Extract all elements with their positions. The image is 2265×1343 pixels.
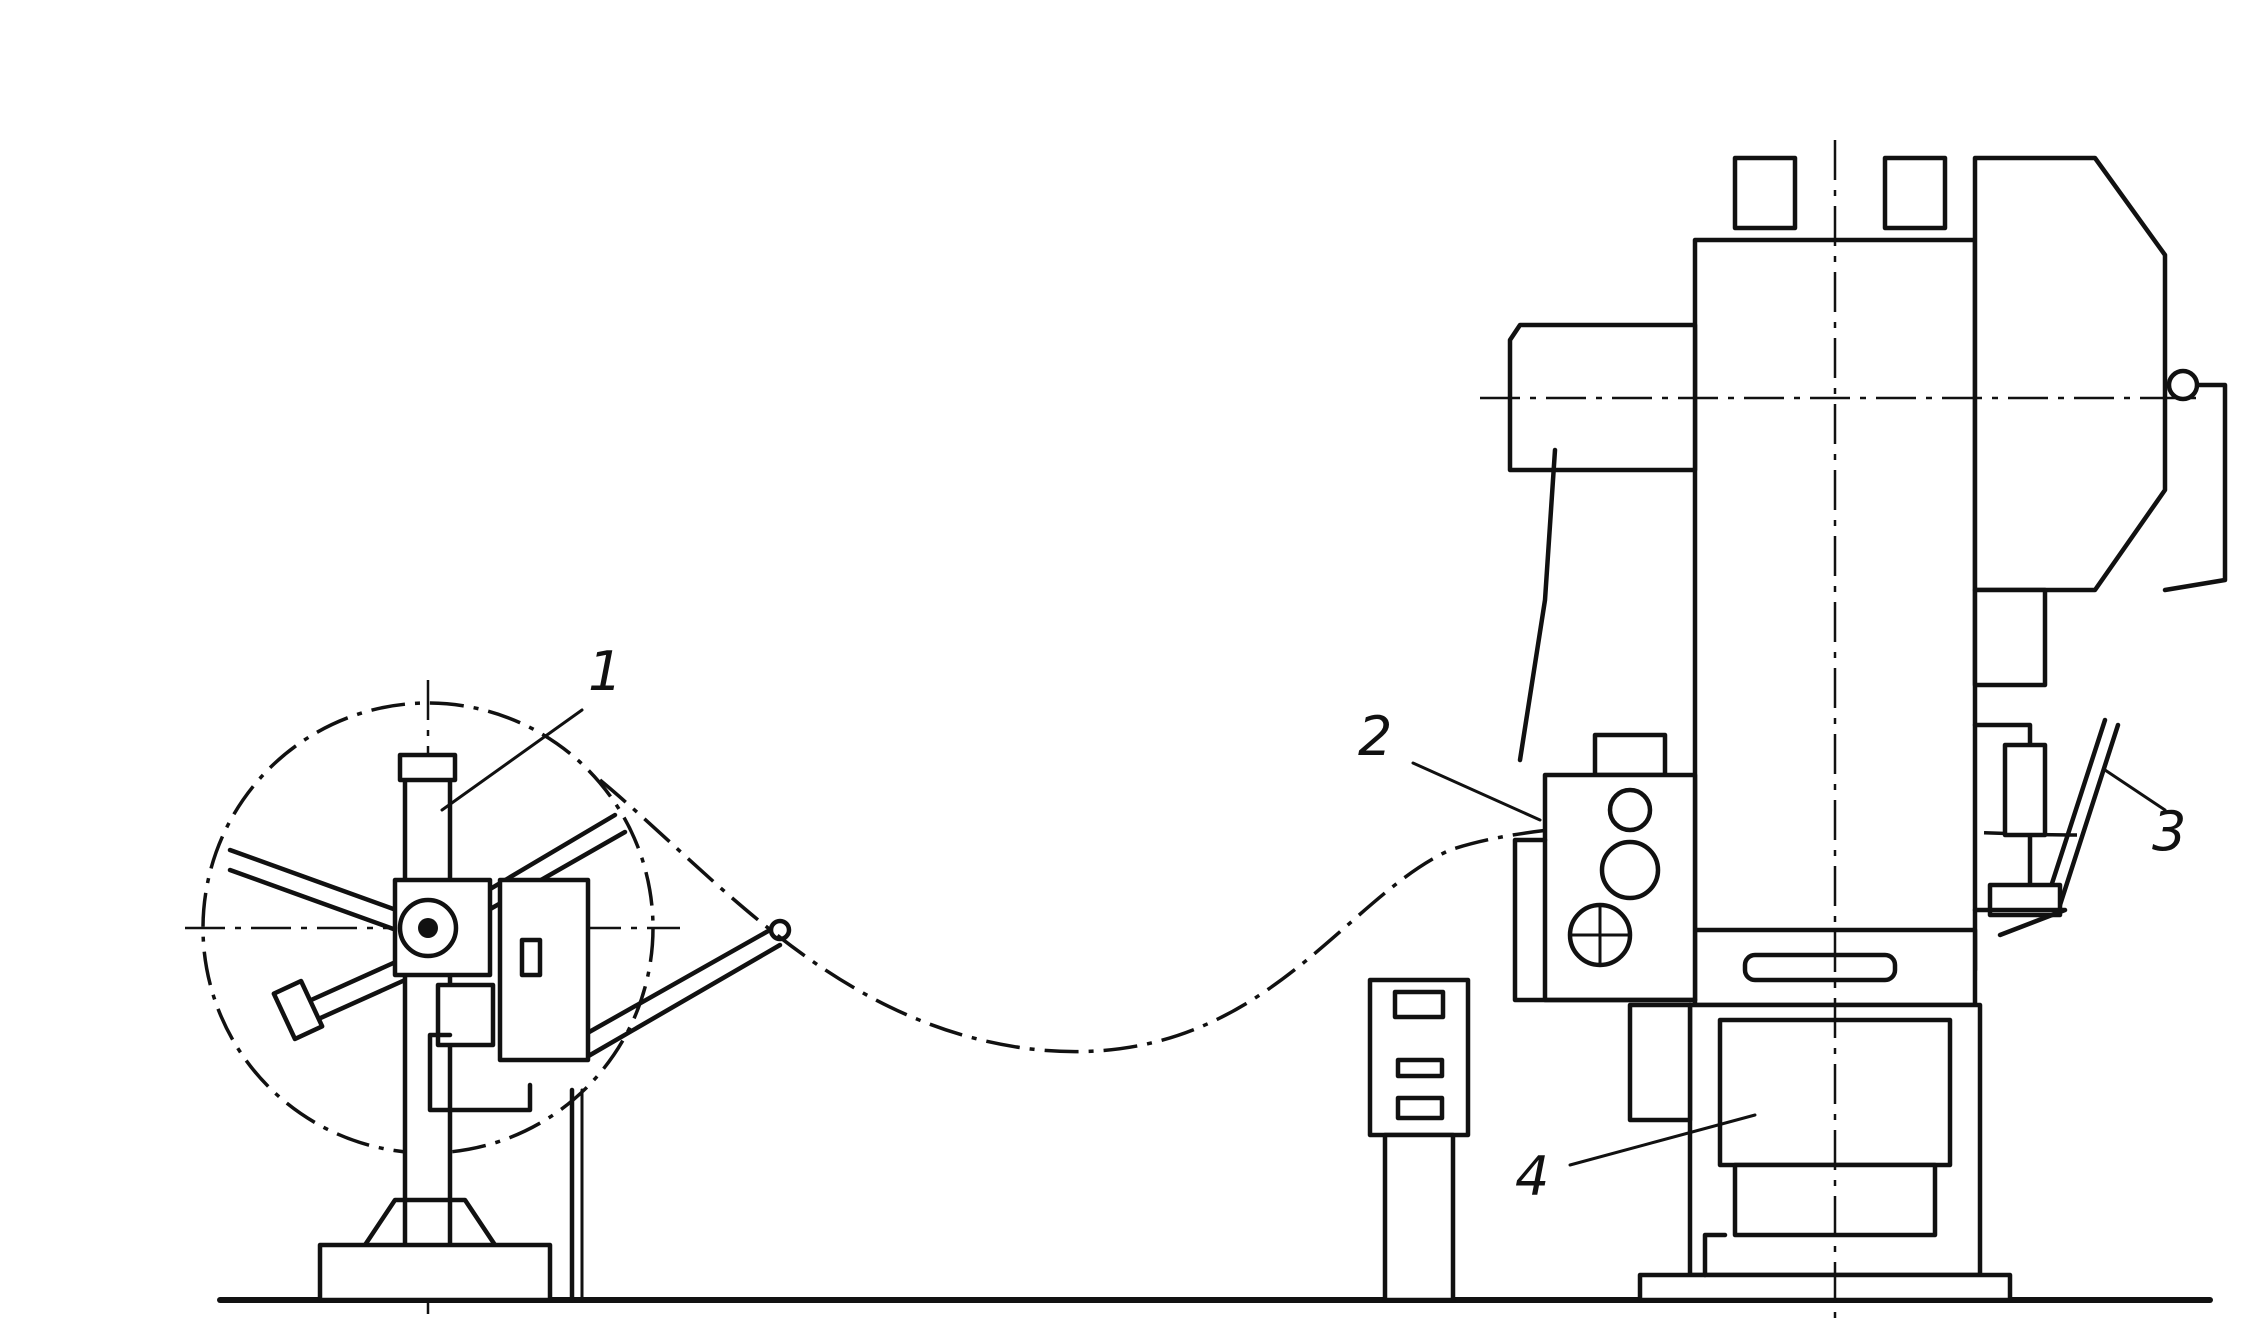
press-foot-pipe [1702,1232,1728,1278]
feed-roller-lower [1599,839,1661,901]
leader-line-3 [2103,768,2167,812]
press-top-nut-right [1882,155,1948,231]
feed-roller-upper [1607,787,1653,833]
press-foot [1637,1272,2013,1303]
uncoiler-spoke-left [227,847,413,938]
leader-line-1 [440,708,584,812]
press-rear-column [1972,587,2048,688]
roll-feeder-bracket [1512,837,1698,1003]
press-motor-housing [1507,322,1698,473]
press-nameplate [1742,952,1898,983]
control-pedestal-column [1382,1132,1456,1303]
control-pedestal [1367,977,1471,1303]
callout-label-3: 3 [2152,800,2186,863]
uncoiler-pipe [427,1032,533,1113]
callout-label-2: 2 [1358,705,1392,768]
uncoiler-arm [297,957,408,1028]
roll-feeder [1512,732,1698,1003]
press-flywheel-knob[interactable] [2166,368,2200,402]
lubrication-arm [1972,907,2068,938]
control-panel-display [1392,989,1446,1020]
lubrication-unit [1972,717,2121,938]
leader-line-4 [1568,1113,1757,1167]
callout-label-1: 1 [588,640,622,703]
control-panel-button-1[interactable] [1395,1057,1445,1079]
uncoiler-top-screw[interactable] [397,752,458,783]
uncoiler-hub-center [418,918,438,938]
callout-label-4: 4 [1515,1145,1549,1208]
uncoiler-handle[interactable] [271,978,325,1042]
press-flywheel-pipe [2162,382,2228,593]
press-side-motor [1627,1002,1693,1123]
uncoiler-cabinet-window [519,937,543,978]
roll-feeder-top [1592,732,1668,778]
leader-line-2 [1411,761,1542,822]
lubrication-lever [2042,717,2121,908]
uncoiler-control-cabinet [497,877,591,1063]
uncoiler-base [317,1242,553,1303]
press [1480,140,2228,1320]
press-chain [1517,447,1558,763]
lubrication-cylinder [2002,742,2048,838]
uncoiler-spoke-lowright [572,927,783,1061]
uncoiler-pedestal [362,1197,498,1248]
control-panel-button-2[interactable] [1395,1095,1445,1121]
press-top-nut-left [1732,155,1798,231]
press-flywheel-guard [1972,155,2168,593]
uncoiler [185,680,792,1315]
